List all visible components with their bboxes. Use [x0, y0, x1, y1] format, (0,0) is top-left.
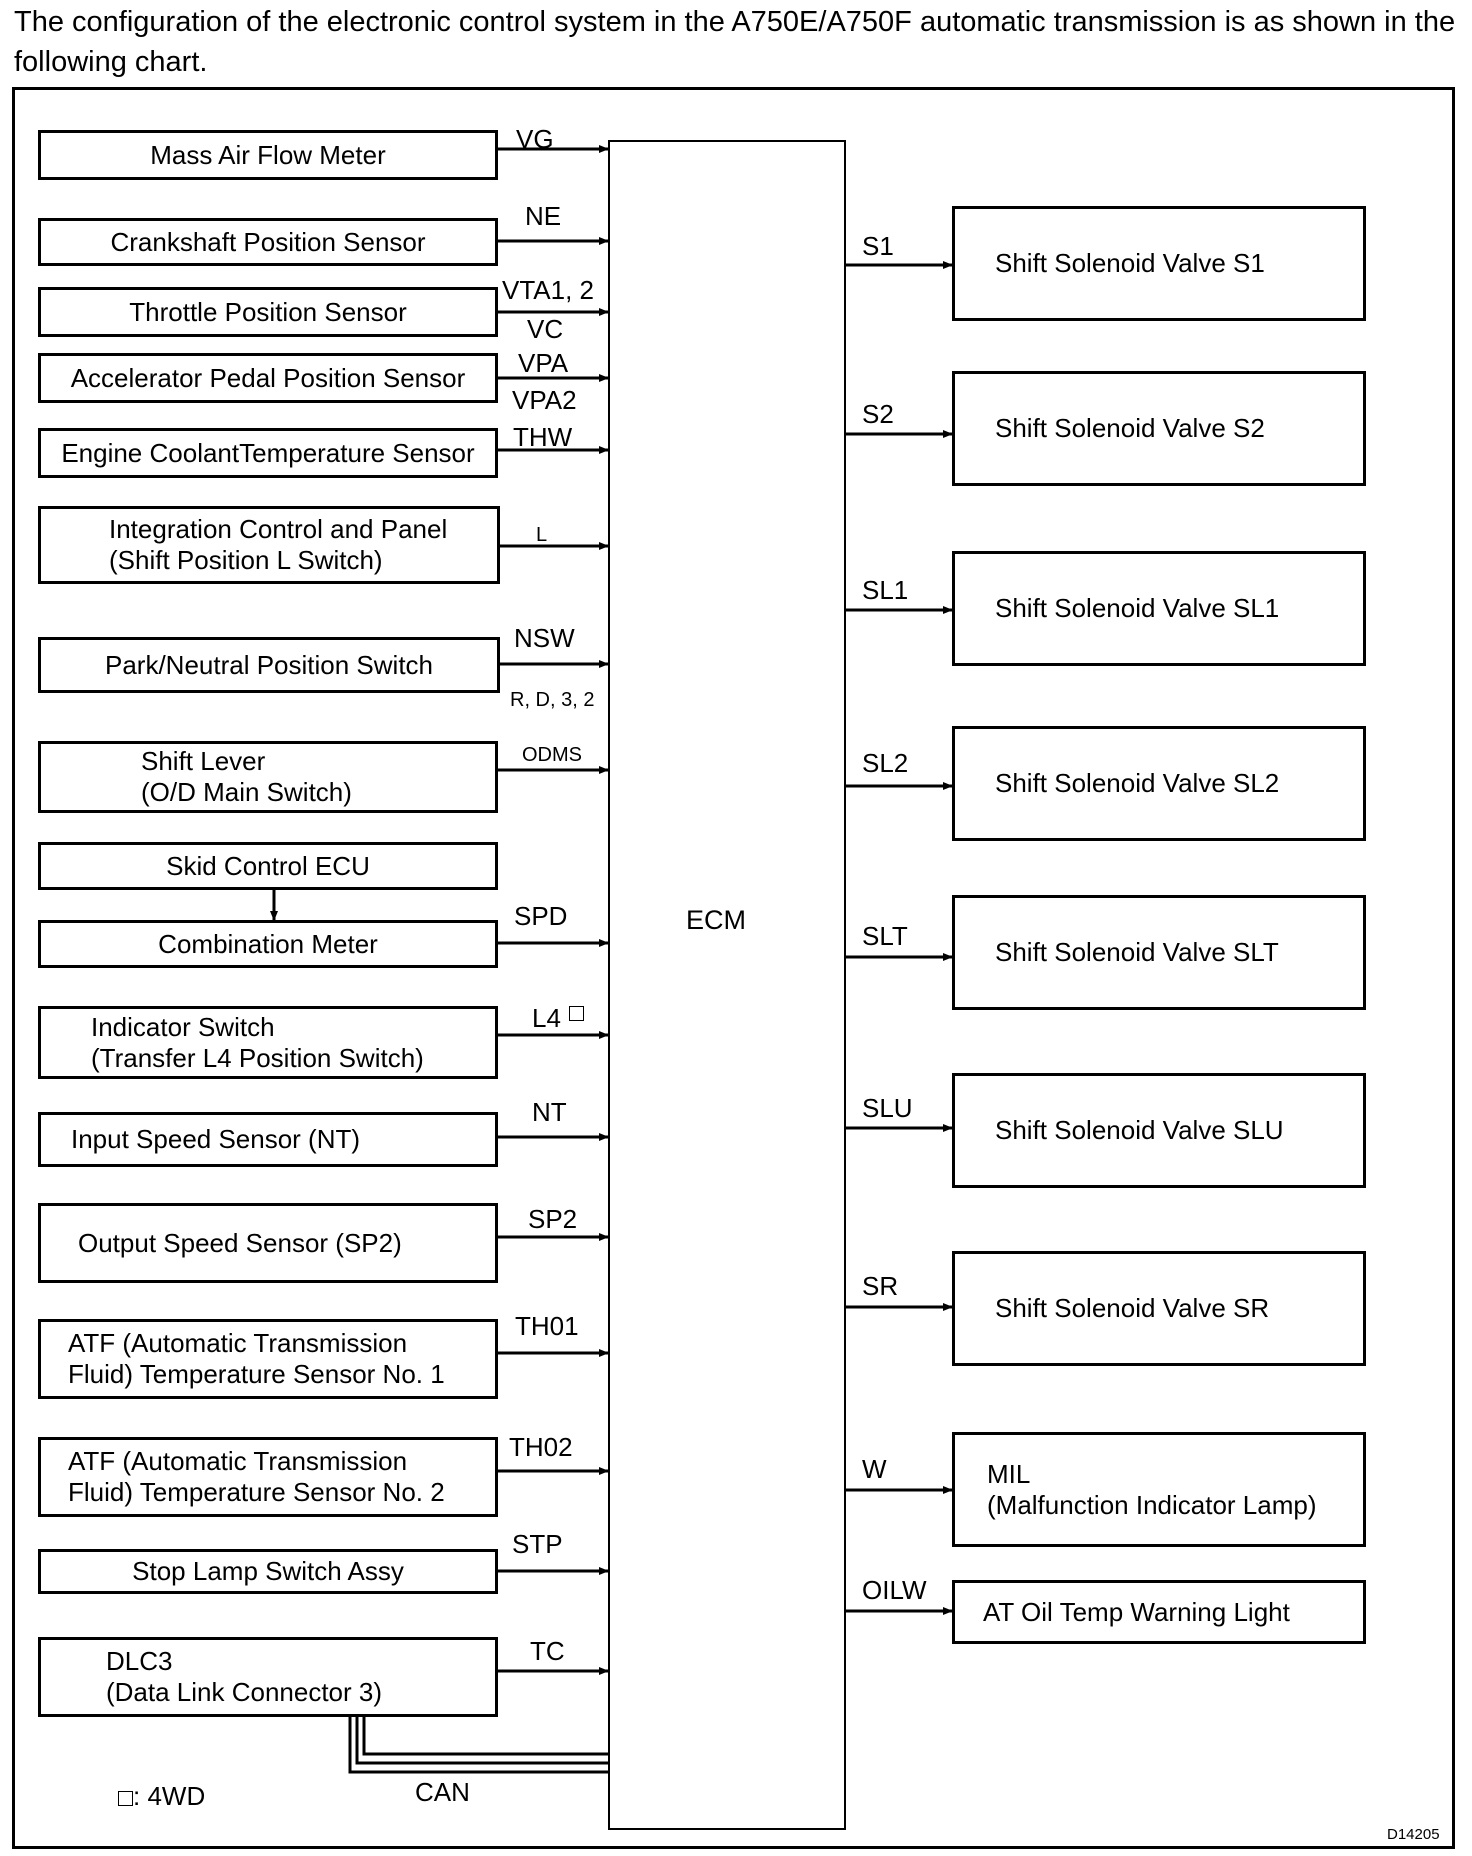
signal-label: VPA2 — [512, 385, 577, 415]
input-box-label: Fluid) Temperature Sensor No. 1 — [68, 1359, 445, 1389]
figure-code: D14205 — [1387, 1826, 1440, 1843]
input-box: Throttle Position Sensor — [38, 287, 498, 337]
input-box-label: (Transfer L4 Position Switch) — [91, 1042, 424, 1073]
output-box: Shift Solenoid Valve SLU — [952, 1073, 1366, 1188]
output-box-label: Shift Solenoid Valve SR — [995, 1293, 1270, 1323]
signal-label: SP2 — [528, 1204, 578, 1234]
signal-label: SLT — [862, 921, 908, 951]
output-box: AT Oil Temp Warning Light — [952, 1580, 1366, 1644]
input-box: Input Speed Sensor (NT) — [38, 1112, 498, 1167]
signal-label: STP — [512, 1529, 563, 1559]
input-box-label: Mass Air Flow Meter — [150, 139, 386, 170]
output-box-label: AT Oil Temp Warning Light — [983, 1596, 1290, 1627]
input-box-label: (Data Link Connector 3) — [106, 1677, 383, 1707]
signal-label: SL1 — [862, 575, 909, 605]
signal-label: L — [536, 524, 548, 546]
ecm-block — [608, 140, 846, 1830]
output-box-label: Shift Solenoid Valve S1 — [995, 248, 1265, 278]
input-box-label: Engine CoolantTemperature Sensor — [61, 437, 475, 468]
output-box: Shift Solenoid Valve SL1 — [952, 551, 1366, 666]
output-box: Shift Solenoid Valve SR — [952, 1251, 1366, 1366]
input-box-label: Stop Lamp Switch Assy — [132, 1556, 404, 1586]
output-box: Shift Solenoid Valve S1 — [952, 206, 1366, 321]
legend: : 4WD — [118, 1782, 205, 1810]
output-box-label: MIL — [987, 1458, 1031, 1489]
signal-label: S1 — [862, 231, 894, 261]
output-box: MIL(Malfunction Indicator Lamp) — [952, 1432, 1366, 1547]
signal-label: S2 — [862, 399, 894, 429]
signal-label: TC — [530, 1636, 565, 1666]
input-box-label: Fluid) Temperature Sensor No. 2 — [68, 1477, 445, 1507]
signal-label: NT — [532, 1097, 567, 1127]
input-box-label: Combination Meter — [158, 928, 378, 959]
output-box-label: Shift Solenoid Valve S2 — [995, 413, 1265, 443]
output-box: Shift Solenoid Valve SL2 — [952, 726, 1366, 841]
input-box: Crankshaft Position Sensor — [38, 218, 498, 266]
output-box: Shift Solenoid Valve SLT — [952, 895, 1366, 1010]
output-box: Shift Solenoid Valve S2 — [952, 371, 1366, 486]
signal-label: W — [862, 1454, 887, 1484]
input-box-label: Skid Control ECU — [166, 850, 370, 881]
input-box: Combination Meter — [38, 920, 498, 968]
signal-label: VPA — [518, 348, 569, 378]
4wd-square-icon — [118, 1790, 133, 1806]
signal-label: TH02 — [509, 1432, 573, 1462]
input-box-label: ATF (Automatic Transmission — [68, 1328, 408, 1358]
input-box-label: (Shift Position L Switch) — [109, 545, 383, 575]
signal-label: ODMS — [522, 744, 582, 766]
signal-label: VC — [527, 314, 564, 344]
input-box: Mass Air Flow Meter — [38, 130, 498, 180]
diagram-frame — [12, 87, 1455, 1849]
can-bus-lines — [348, 1715, 608, 1774]
input-box: Stop Lamp Switch Assy — [38, 1549, 498, 1594]
signal-label: TH01 — [515, 1311, 579, 1341]
signal-label: SL2 — [862, 748, 909, 778]
can-label: CAN — [415, 1777, 470, 1807]
input-box-label: Input Speed Sensor (NT) — [71, 1124, 361, 1154]
signal-label: SPD — [514, 901, 568, 931]
signal-label: VTA1, 2 — [502, 275, 595, 305]
signal-label: R, D, 3, 2 — [510, 689, 595, 711]
input-box-label: Accelerator Pedal Position Sensor — [70, 362, 466, 393]
input-box: Engine CoolantTemperature Sensor — [38, 428, 498, 478]
input-box-label: Park/Neutral Position Switch — [104, 649, 434, 680]
output-box-label: (Malfunction Indicator Lamp) — [987, 1489, 1317, 1520]
signal-label: SLU — [862, 1093, 913, 1123]
signal-label: OILW — [862, 1575, 927, 1605]
input-box: Accelerator Pedal Position Sensor — [38, 353, 498, 403]
input-box-label: Output Speed Sensor (SP2) — [78, 1227, 402, 1258]
input-box: Output Speed Sensor (SP2) — [38, 1203, 498, 1283]
intro-text: The configuration of the electronic cont… — [14, 6, 1456, 78]
signal-label: NE — [525, 201, 562, 231]
signal-label: NSW — [514, 623, 575, 653]
signal-label: THW — [513, 422, 573, 452]
input-box: Park/Neutral Position Switch — [38, 637, 500, 693]
output-box-label: Shift Solenoid Valve SLU — [995, 1115, 1284, 1145]
input-box-label: (O/D Main Switch) — [141, 777, 352, 807]
input-box: Indicator Switch(Transfer L4 Position Sw… — [38, 1006, 498, 1079]
input-box: Skid Control ECU — [38, 842, 498, 890]
input-box: Shift Lever(O/D Main Switch) — [38, 741, 498, 813]
signal-label: L4 — [532, 1004, 584, 1032]
input-box-label: ATF (Automatic Transmission — [68, 1446, 408, 1476]
input-box: DLC3(Data Link Connector 3) — [38, 1637, 498, 1717]
output-box-label: Shift Solenoid Valve SL1 — [995, 593, 1280, 623]
ecm-label: ECM — [686, 905, 746, 935]
output-box-label: Shift Solenoid Valve SL2 — [995, 768, 1280, 798]
input-box-label: Shift Lever — [141, 746, 266, 776]
signal-label: VG — [516, 124, 554, 154]
4wd-square-icon — [568, 1006, 584, 1021]
input-box: Integration Control and Panel(Shift Posi… — [38, 506, 500, 584]
input-box-label: Integration Control and Panel — [109, 514, 448, 544]
signal-label: SR — [862, 1271, 899, 1301]
input-box-label: Indicator Switch — [91, 1011, 275, 1042]
input-box-label: Throttle Position Sensor — [129, 296, 407, 327]
input-box-label: DLC3 — [106, 1646, 173, 1676]
input-box-label: Crankshaft Position Sensor — [110, 226, 426, 257]
output-box-label: Shift Solenoid Valve SLT — [995, 937, 1279, 967]
